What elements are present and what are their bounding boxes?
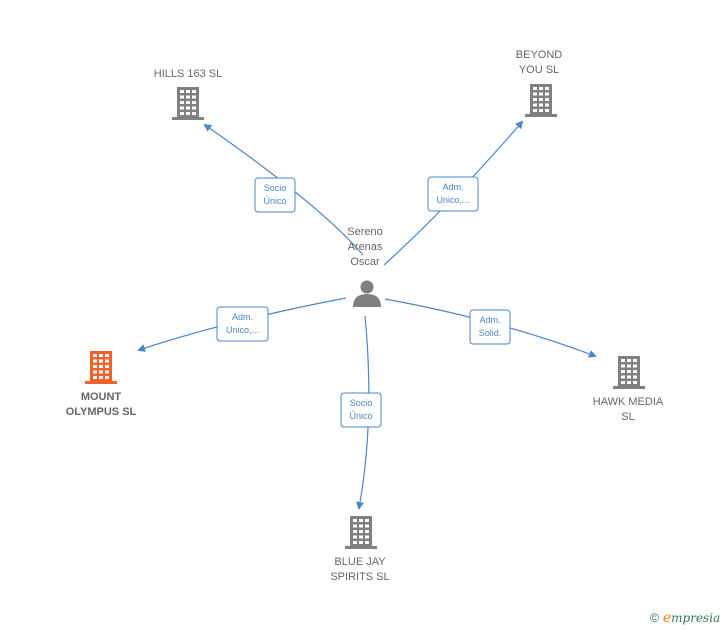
brand-initial: e	[662, 610, 672, 626]
edge-line	[203, 123, 364, 256]
company-label-hills: HILLS 163 SL	[154, 68, 223, 80]
edge-label-box[interactable]	[427, 176, 479, 212]
brand-name: mpresia	[671, 611, 721, 625]
copyright-icon: ©	[650, 611, 659, 625]
edge-label-box[interactable]	[340, 392, 382, 428]
edge-label-box[interactable]	[469, 309, 511, 345]
edge-label-box[interactable]	[216, 306, 269, 342]
building-icon-beyond[interactable]	[525, 84, 557, 117]
empresia-logo: ©empresia	[650, 610, 720, 626]
edge-mount: Adm.Unico,...	[137, 297, 347, 352]
edge-label: Adm.Unico,...	[226, 312, 259, 335]
edge-hawk: Adm.Solid.	[384, 298, 597, 358]
edge-label-box[interactable]	[254, 177, 296, 213]
building-icon-bluejay[interactable]	[345, 516, 377, 549]
edge-label: Adm.Solid.	[479, 315, 502, 338]
edge-label: Adm.Unico,...	[436, 182, 469, 205]
building-icon-mount[interactable]	[85, 351, 117, 384]
person-icon[interactable]	[353, 280, 381, 308]
building-icon-hills[interactable]	[172, 87, 204, 120]
edge-beyond: Adm.Unico,...	[383, 120, 524, 266]
building-icon-hawk[interactable]	[613, 356, 645, 389]
